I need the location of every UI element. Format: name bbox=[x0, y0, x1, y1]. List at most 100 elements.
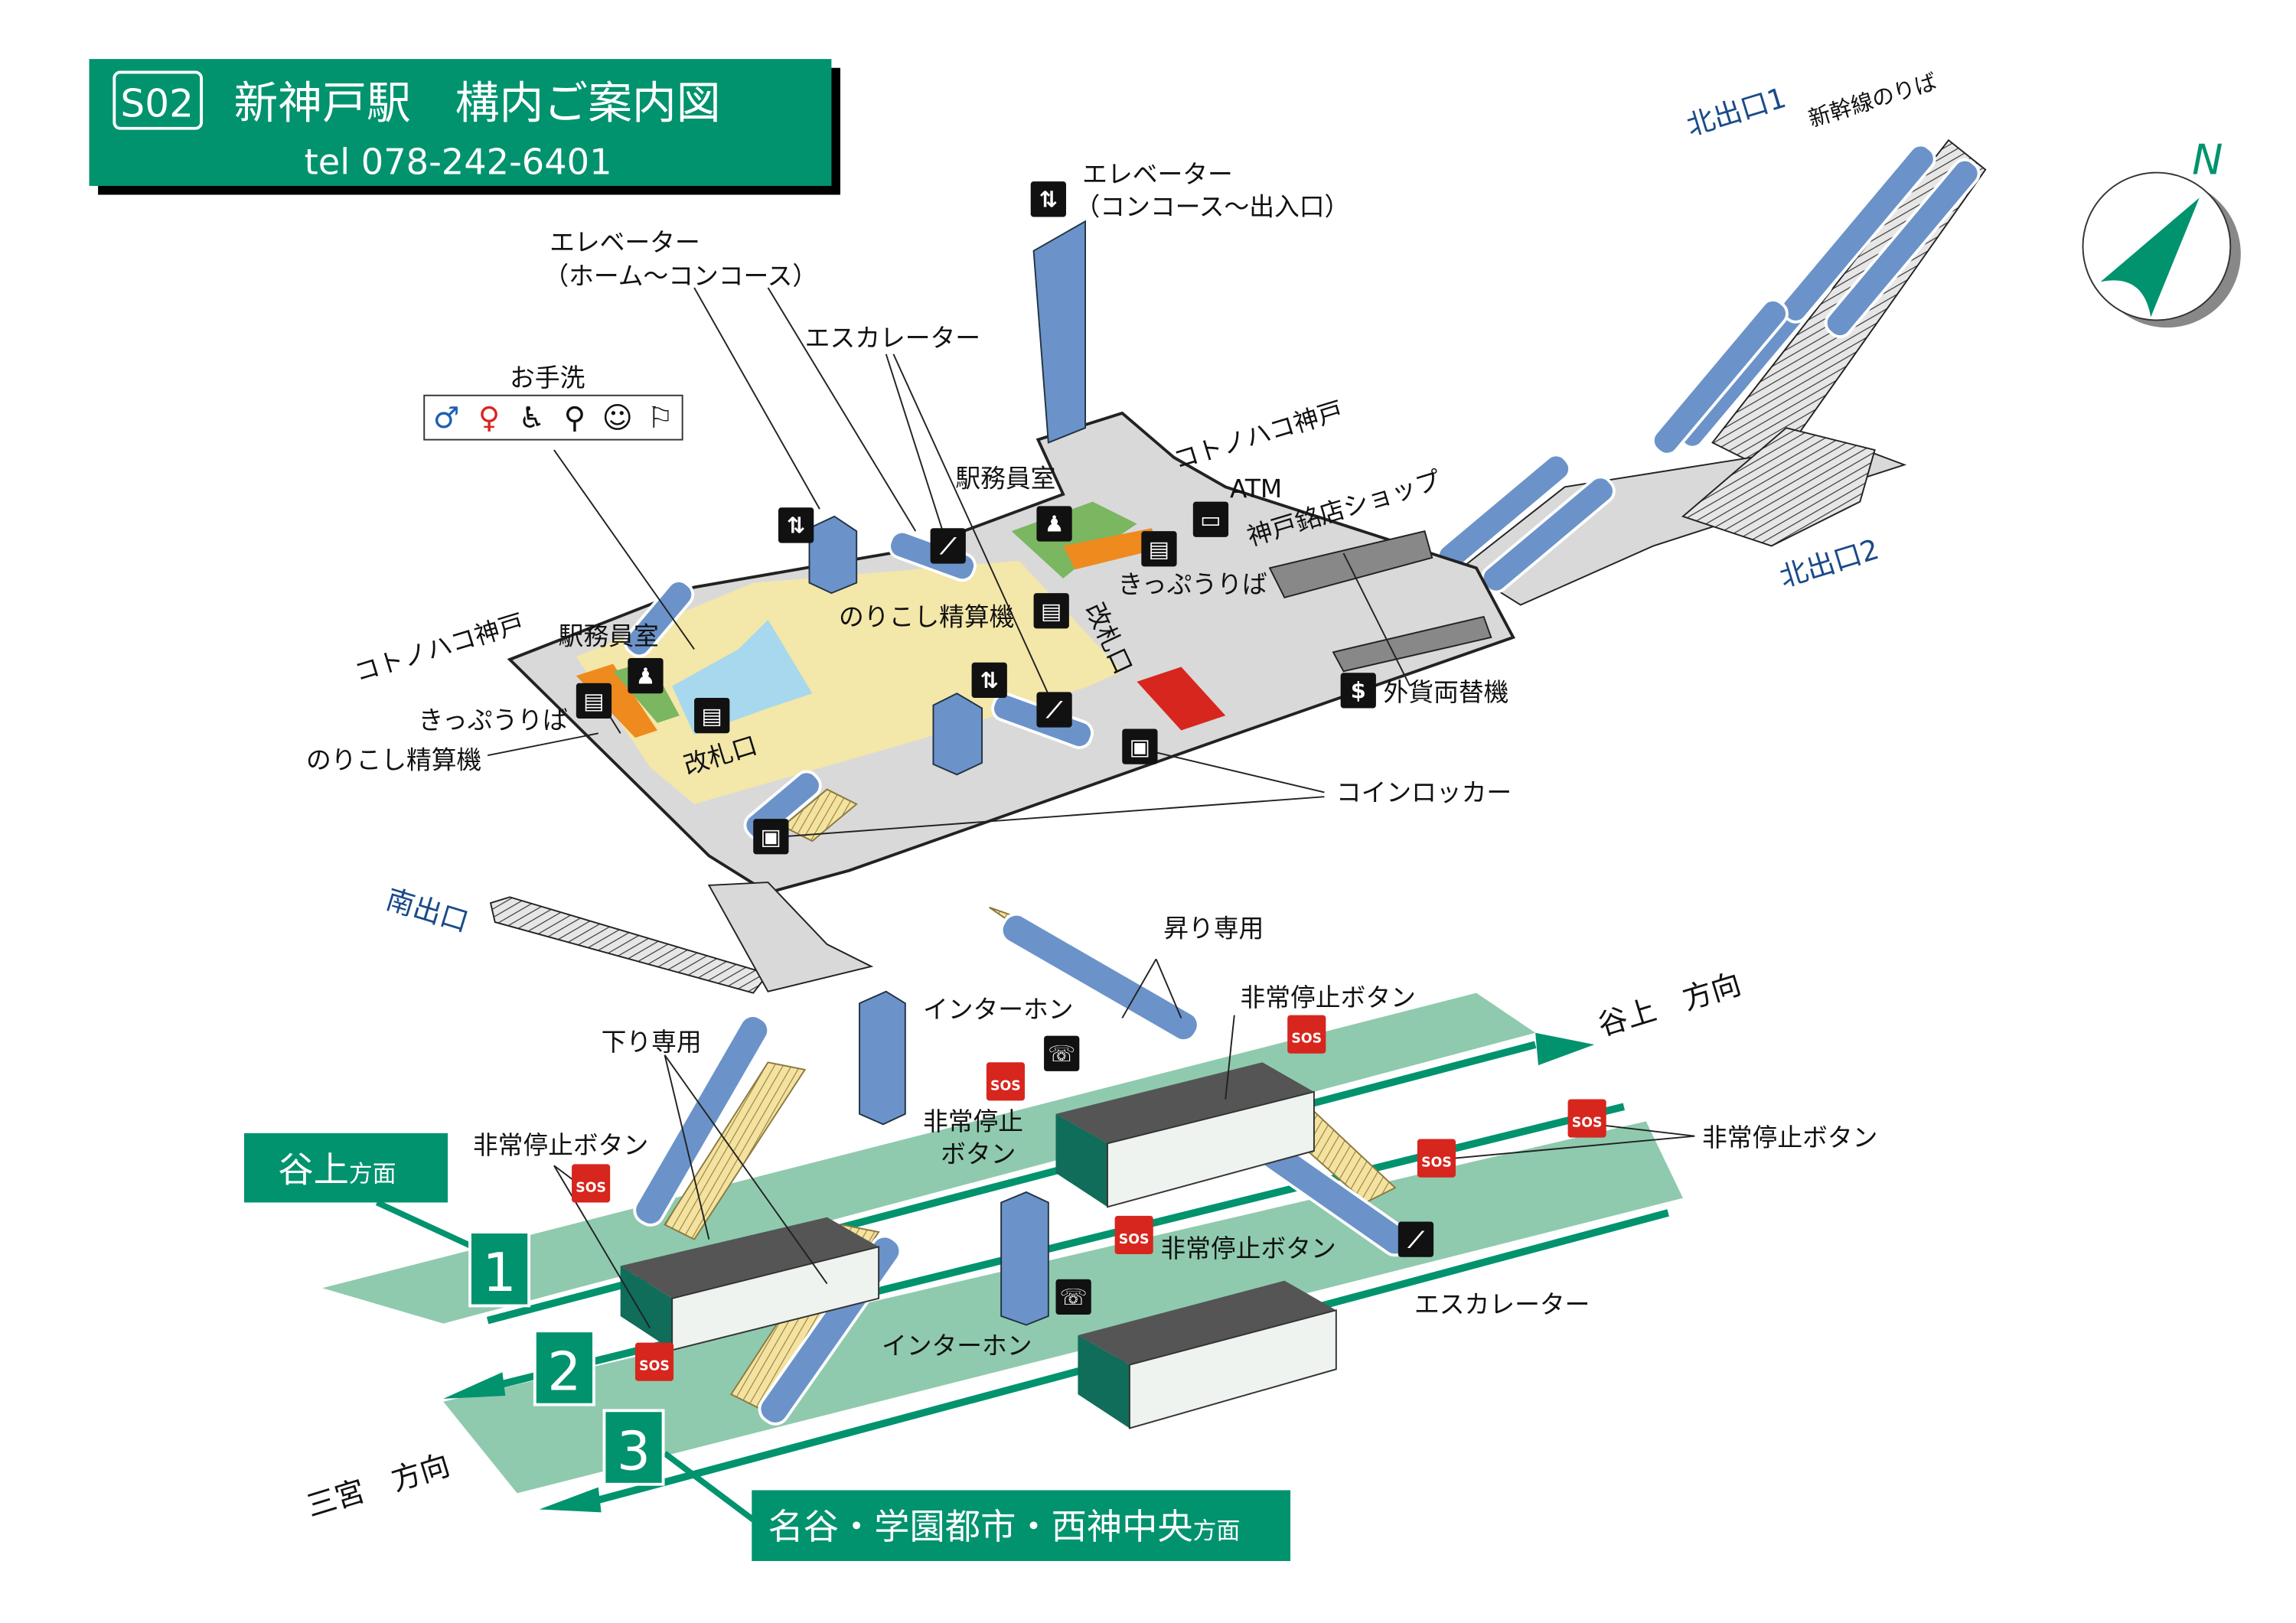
svg-text:3: 3 bbox=[617, 1421, 651, 1482]
svg-text:♟: ♟ bbox=[635, 663, 655, 689]
elevator-icon: ⇅ bbox=[971, 662, 1007, 699]
fare-adjust-south-label: のりこし精算機 bbox=[306, 746, 481, 775]
elevator-icon: ⇅ bbox=[1030, 181, 1066, 217]
train bbox=[1055, 1062, 1315, 1208]
svg-text:SOS: SOS bbox=[576, 1180, 606, 1195]
sos-button-icon: SOS bbox=[1114, 1215, 1153, 1254]
elevator-exit-label: エレベーター bbox=[1082, 160, 1233, 189]
currency-exchange-machine bbox=[1137, 666, 1226, 731]
svg-text:▣: ▣ bbox=[761, 823, 781, 849]
direction-sannomiya: 三宮 方向 bbox=[303, 1448, 454, 1524]
leader-lines bbox=[487, 287, 1695, 1328]
svg-text:SOS: SOS bbox=[1421, 1155, 1452, 1171]
trains bbox=[620, 1062, 1337, 1429]
sign-tanigami: 谷上方面 bbox=[243, 1133, 448, 1203]
restroom-label: お手洗 bbox=[510, 363, 585, 393]
page-title: 新神戸駅 構内ご案内図 bbox=[233, 77, 720, 129]
escalator-icon: ⟋ bbox=[930, 528, 966, 564]
svg-text:⟋: ⟋ bbox=[939, 533, 957, 559]
sos-button-icon: SOS bbox=[572, 1164, 611, 1203]
svg-text:⇅: ⇅ bbox=[1039, 186, 1058, 212]
ostomate-icon: ⚲ bbox=[564, 401, 585, 435]
track-3-badge: 3 bbox=[602, 1409, 665, 1486]
baby-seat-icon: ☺ bbox=[602, 401, 633, 435]
down-only-label: 下り専用 bbox=[602, 1028, 702, 1057]
currency-exchange-icon: $ bbox=[1340, 673, 1376, 709]
elevator-exit-sublabel: （コンコース～出入口） bbox=[1075, 193, 1350, 222]
compass: N bbox=[2082, 136, 2241, 328]
elevator-home-sublabel: （ホーム～コンコース） bbox=[543, 262, 817, 291]
emergency-label-2: 非常停止ボタン bbox=[1702, 1123, 1877, 1152]
svg-text:1: 1 bbox=[482, 1243, 516, 1304]
svg-text:▭: ▭ bbox=[1200, 507, 1221, 533]
currency-exchange-label: 外貨両替機 bbox=[1384, 678, 1509, 707]
north-label: N bbox=[2192, 136, 2223, 184]
bound-seishin-suffix: 方面 bbox=[1193, 1517, 1241, 1545]
svg-text:♟: ♟ bbox=[1045, 511, 1065, 537]
emergency-label-5a: 非常停止 bbox=[923, 1107, 1023, 1136]
shinkansen-label: 新幹線のりば bbox=[1805, 68, 1940, 132]
atm-label: ATM bbox=[1230, 474, 1282, 504]
sos-button-icon: SOS bbox=[986, 1062, 1025, 1101]
elevator-home-label: エレベーター bbox=[550, 228, 700, 257]
svg-text:☏: ☏ bbox=[1048, 1041, 1075, 1067]
north-exit-1-label: 北出口1 bbox=[1683, 81, 1790, 142]
up-only-label: 昇り専用 bbox=[1163, 914, 1264, 943]
svg-text:⟋: ⟋ bbox=[1045, 697, 1063, 723]
svg-text:SOS: SOS bbox=[1291, 1031, 1322, 1047]
emergency-label-5b: ボタン bbox=[941, 1139, 1016, 1168]
emergency-label-4: 非常停止ボタン bbox=[1160, 1234, 1336, 1263]
station-office-south-label: 駅務員室 bbox=[559, 622, 659, 651]
escalator-platform-label: エスカレーター bbox=[1414, 1290, 1590, 1319]
kotonoha-north-label: コトノハコ神戸 bbox=[1170, 396, 1346, 474]
svg-text:SOS: SOS bbox=[990, 1078, 1021, 1093]
header-banner: S02 新神戸駅 構内ご案内図 tel 078-242-6401 bbox=[89, 59, 840, 195]
svg-text:☏: ☏ bbox=[1060, 1284, 1088, 1310]
coin-locker-icon: ▣ bbox=[1122, 728, 1158, 764]
svg-text:2: 2 bbox=[547, 1341, 581, 1403]
svg-text:▣: ▣ bbox=[1130, 734, 1150, 760]
intercom-label-2: インターホン bbox=[882, 1331, 1032, 1361]
bound-tanigami: 谷上 bbox=[278, 1149, 349, 1190]
station-staff-icon: ♟ bbox=[628, 657, 664, 694]
sos-button-icon: SOS bbox=[1287, 1015, 1326, 1054]
south-exit-label: 南出口 bbox=[383, 882, 473, 938]
south-exit-stairs bbox=[489, 882, 874, 994]
escalator-label: エスカレーター bbox=[805, 324, 980, 353]
emergency-label-3: 非常停止ボタン bbox=[473, 1131, 648, 1160]
kotonoha-south-label: コトノハコ神戸 bbox=[351, 608, 527, 687]
svg-text:▤: ▤ bbox=[1041, 598, 1062, 624]
coin-locker-label: コインロッカー bbox=[1336, 778, 1512, 807]
svg-text:⟋: ⟋ bbox=[1407, 1227, 1425, 1253]
ticket-south-label: きっぷうりば bbox=[419, 706, 568, 735]
station-staff-icon: ♟ bbox=[1036, 506, 1072, 542]
ticket-machine-icon: ▤ bbox=[576, 683, 612, 719]
ticket-machine-icon: ▤ bbox=[1141, 531, 1177, 567]
diaper-changing-icon: ⚐ bbox=[647, 401, 673, 435]
intercom-icon: ☏ bbox=[1055, 1279, 1091, 1315]
intercom-label-1: インターホン bbox=[923, 995, 1074, 1024]
escalator-icon: ⟋ bbox=[1397, 1221, 1434, 1257]
elevator-icon: ⇅ bbox=[778, 507, 814, 543]
svg-text:谷上方面: 谷上方面 bbox=[278, 1149, 396, 1190]
track-2-badge: 2 bbox=[533, 1329, 595, 1406]
svg-text:▤: ▤ bbox=[583, 688, 604, 714]
station-office-north-label: 駅務員室 bbox=[955, 464, 1055, 493]
svg-text:SOS: SOS bbox=[639, 1359, 670, 1374]
intercom-icon: ☏ bbox=[1044, 1035, 1080, 1071]
female-restroom-icon: ♀ bbox=[478, 401, 500, 435]
svg-text:⇅: ⇅ bbox=[980, 667, 999, 693]
restroom-pictograms: ♂♀♿⚲☺⚐ bbox=[423, 394, 683, 441]
station-code: S02 bbox=[120, 80, 194, 125]
emergency-label-1: 非常停止ボタン bbox=[1241, 983, 1416, 1012]
ticket-north-label: きっぷうりば bbox=[1117, 570, 1267, 599]
svg-text:名谷・学園都市・西神中央方面: 名谷・学園都市・西神中央方面 bbox=[768, 1506, 1240, 1547]
sign-seishin: 名谷・学園都市・西神中央方面 bbox=[752, 1490, 1291, 1562]
svg-text:$: $ bbox=[1351, 678, 1366, 704]
svg-text:▤: ▤ bbox=[702, 702, 722, 728]
escalator-icon: ⟋ bbox=[1036, 692, 1072, 728]
atm-icon: ▭ bbox=[1192, 501, 1229, 537]
bound-tanigami-suffix: 方面 bbox=[349, 1160, 396, 1188]
direction-tanigami: 谷上 方向 bbox=[1594, 967, 1745, 1043]
